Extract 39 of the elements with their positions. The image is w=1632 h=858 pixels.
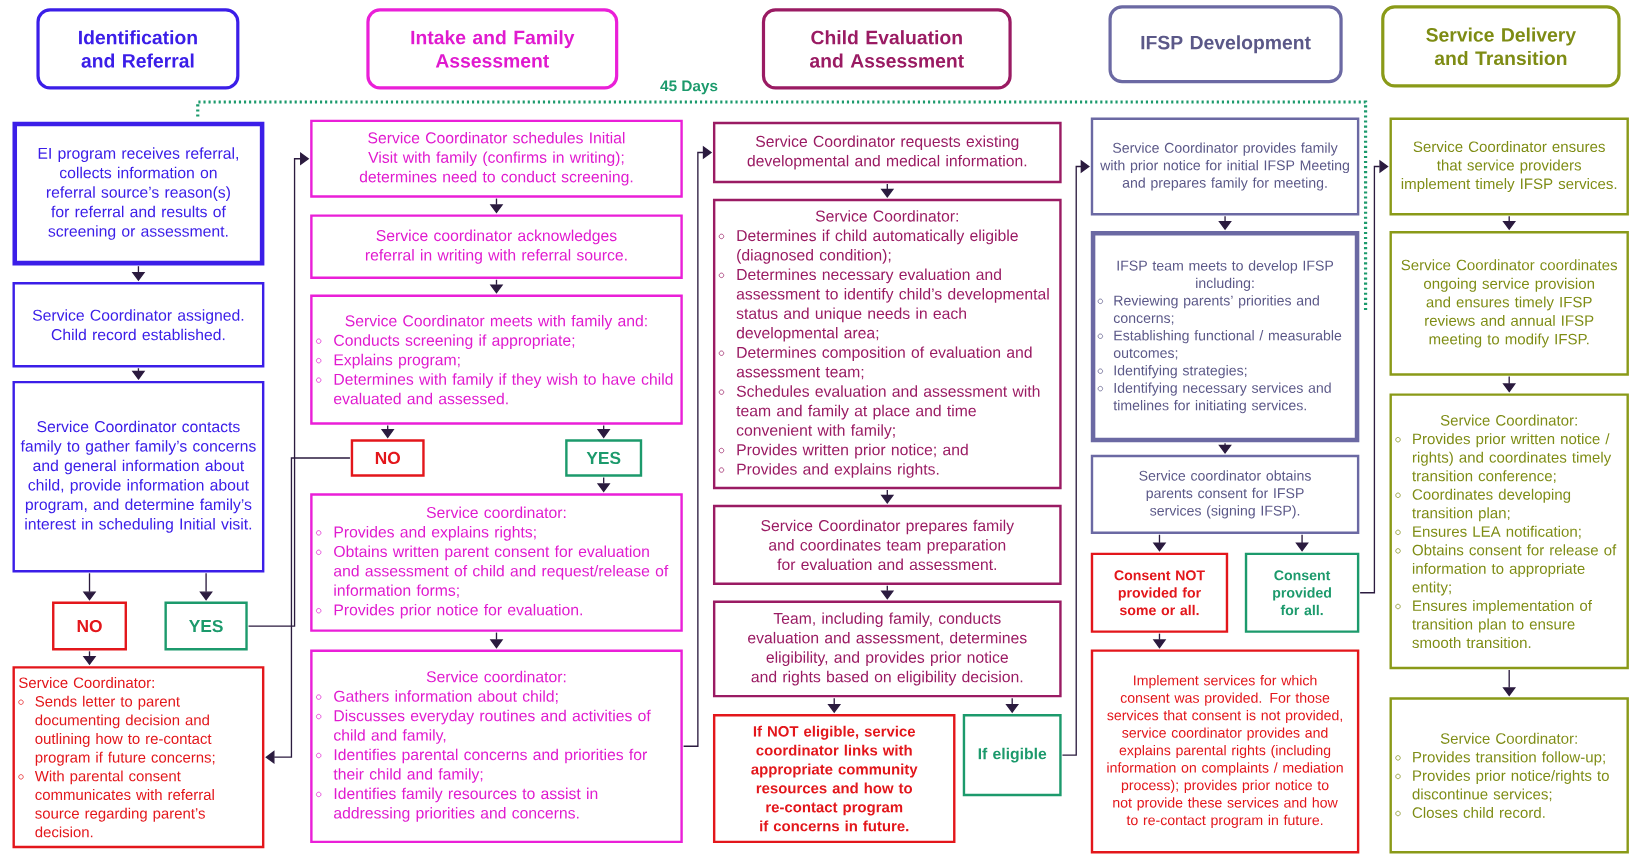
outcome-box: NO	[52, 601, 127, 651]
process-box: Service coordinator acknowledges referral in writing with referral source.	[310, 214, 683, 280]
outcome-box: Consent provided for all.	[1244, 552, 1360, 633]
process-box: Service Coordinator ensures that service providers implement timely IFSP services.	[1389, 117, 1629, 216]
stage-header: Service Delivery and Transition	[1381, 5, 1621, 88]
process-box: Service Coordinator meets with family and: Conducts screening if appropriate; Explains program; Determines with family if they wish to have child evaluated and assessed.	[310, 294, 683, 425]
process-box: Service Coordinator: Sends letter to parent documenting decision and outlining how to re-contact program if future concerns; With parental consent communicates with referral source regarding parent’s decision.	[12, 666, 265, 849]
outcome-box: If eligible	[962, 714, 1062, 797]
process-box: IFSP team meets to develop IFSP including: Reviewing parents’ priorities and concerns; Establishing functional / measurable outcomes; Identifying strategies; Identifying necessary services and timelines for initiating services.	[1090, 231, 1360, 443]
arrow	[1359, 159, 1389, 594]
arrow	[199, 572, 213, 601]
process-box: Service coordinator: Provides and explains rights; Obtains written parent consent for evaluation and assessment of child and request/release of information forms; Provides prior notice for evaluation.	[310, 493, 683, 632]
outcome-box: Consent NOT provided for some or all.	[1090, 552, 1229, 633]
stage-header: IFSP Development	[1108, 5, 1343, 84]
arrow	[265, 457, 351, 765]
process-box: Team, including family, conducts evaluation and assessment, determines eligibility, and provides prior notice and rights based on eligibility decision.	[712, 600, 1062, 698]
process-box: If NOT eligible, service coordinator links with appropriate community resources and how to re-contact program if concerns in future.	[712, 714, 956, 844]
process-box: Service Coordinator schedules Initial Visit with family (confirms in writing); determines need to conduct screening.	[310, 119, 683, 198]
outcome-box: NO	[350, 439, 425, 477]
process-box: Service Coordinator assigned. Child record established.	[12, 282, 265, 368]
process-box: Service Coordinator: Determines if child automatically eligible (diagnosed condition); Determines necessary evaluation and assessment to identify child’s developmental status and unique needs in each developmental area; Determines composition of evaluation and assessment team; Schedules evaluation and assessment with team and family at place and time convenient with family; Provides written prior notice; and Provides and explains rights.	[712, 199, 1062, 490]
process-box: Service Coordinator provides family with prior notice for initial IFSP Meeting and prepares family for meeting.	[1090, 117, 1360, 216]
process-box: Service Coordinator: Provides prior written notice / rights) and coordinates timely transition conference; Coordinates developing transition plan; Ensures LEA notification; Obtains consent for release of information to appropriate entity; Ensures implementation of transition plan to ensure smooth transition.	[1389, 393, 1629, 670]
process-box: Implement services for which consent was provided. For those services that consent is not provided, service coordinator provides and explains parental rights (including information on complaints / mediation process); provides prior notice to not provide these services and how to re-contact program in future.	[1090, 649, 1360, 854]
arrow	[1061, 159, 1090, 756]
outcome-box: YES	[565, 439, 643, 477]
process-box: Service coordinator: Gathers information about child; Discusses everyday routines and activities of child and family, Identifies parental concerns and priorities for their child and family; Identifies family resources to assist in addressing priorities and concerns.	[310, 649, 683, 844]
stage-header: Intake and Family Assessment	[366, 8, 619, 90]
stage-header: Child Evaluation and Assessment	[761, 8, 1012, 90]
process-box: Service coordinator obtains parents consent for IFSP services (signing IFSP).	[1090, 455, 1360, 535]
duration-label: 45 Days	[660, 80, 718, 95]
stage-header: Identification and Referral	[36, 8, 240, 90]
process-box: Service Coordinator: Provides transition follow-up; Provides prior notice/rights to discontinue services; Closes child record.	[1389, 697, 1629, 854]
process-box: EI program receives referral, collects information on referral source’s reason(s) for referral and results of screening or assessment.	[12, 121, 265, 266]
process-box: Service Coordinator contacts family to gather family’s concerns and general information about child, provide information about program, and determine family’s interest in scheduling Initial visit.	[12, 381, 265, 573]
process-box: Service Coordinator requests existing developmental and medical information.	[712, 121, 1062, 184]
outcome-box: YES	[164, 601, 248, 651]
process-box: Service Coordinator coordinates ongoing service provision and ensures timely IFSP reviews and annual IFSP meeting to modify IFSP.	[1389, 231, 1629, 376]
process-box: Service Coordinator prepares family and coordinates team preparation for evaluation and assessment.	[712, 505, 1062, 586]
